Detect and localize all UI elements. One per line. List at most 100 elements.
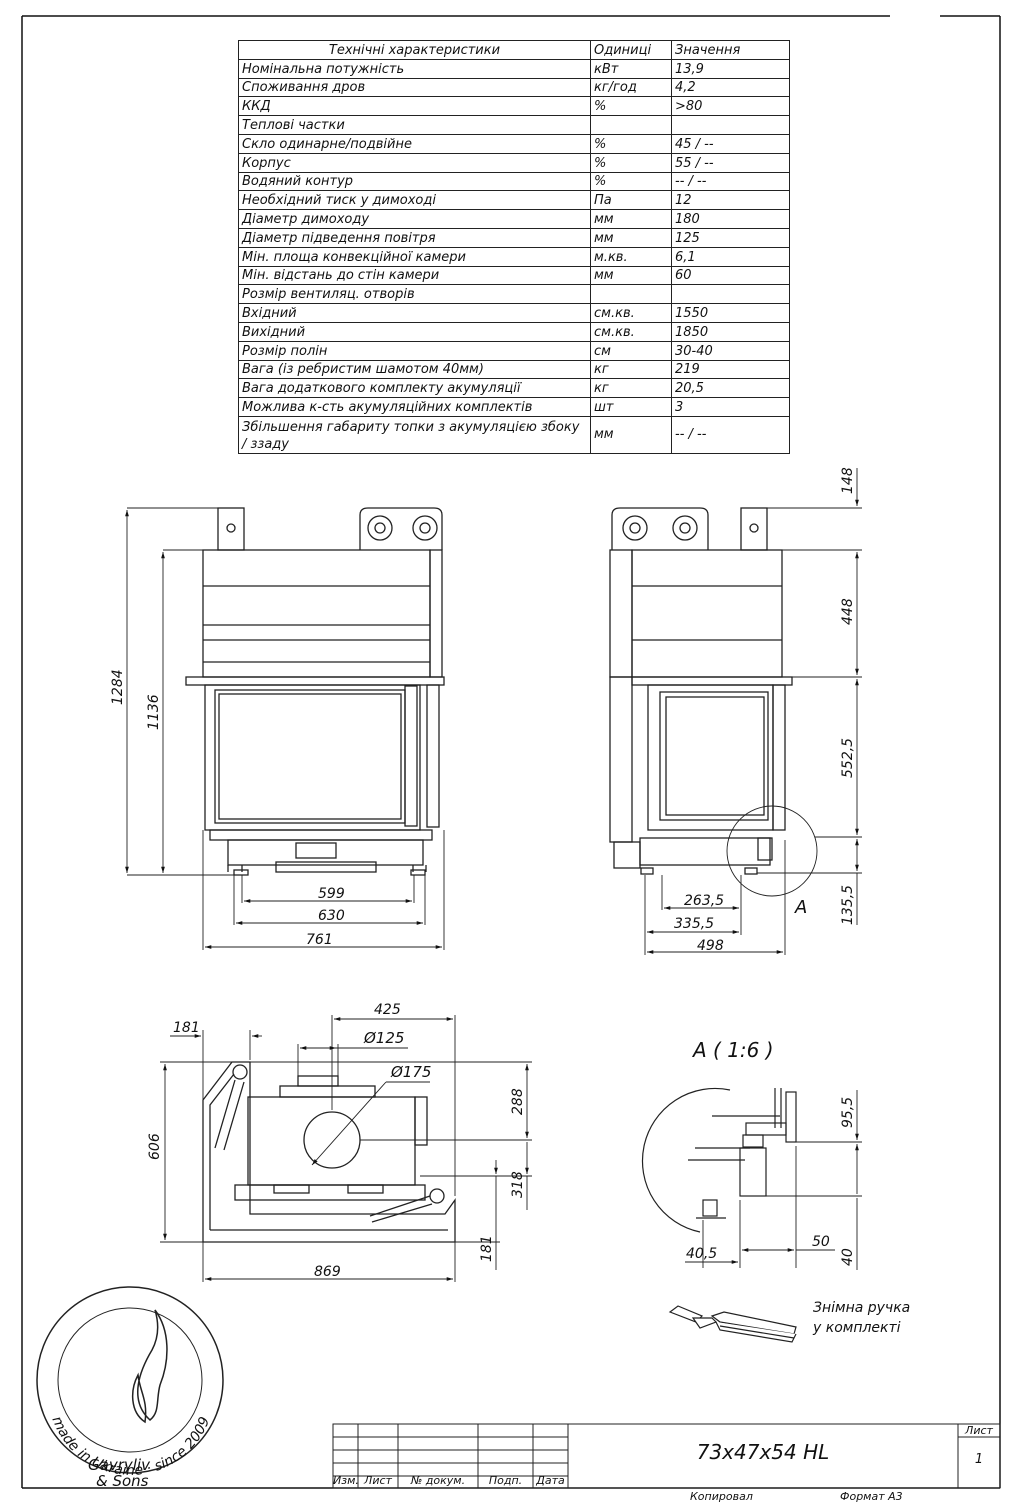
side-view	[609, 507, 818, 897]
spec-row: Водяний контур%-- / --	[238, 171, 790, 192]
spec-cell-name: Діаметр підведення повітря	[238, 227, 591, 248]
spec-cell-name: Вага (із ребристим шамотом 40мм)	[238, 359, 591, 380]
model-name: 73x47x54 HL	[696, 1440, 830, 1464]
tb-col-list: Лист	[364, 1474, 392, 1487]
spec-cell-value: 125	[671, 227, 790, 248]
handle-note-line2: у комплекті	[812, 1320, 901, 1336]
brand-line1: Gavryliv	[88, 1456, 151, 1474]
spec-cell-unit: мм	[590, 415, 672, 454]
spec-cell-unit: %	[590, 152, 672, 173]
spec-cell-value: 180	[671, 209, 790, 229]
dim-95-5: 95,5	[840, 1097, 856, 1128]
spec-cell-unit: Па	[590, 190, 672, 211]
dim-263-5: 263,5	[684, 893, 724, 909]
spec-cell-name: Споживання дров	[238, 77, 591, 98]
spec-cell-value: 55 / --	[671, 152, 790, 173]
header-name: Технічні характеристики	[238, 40, 591, 60]
handle-note: Знімна ручка у комплекті	[812, 1300, 910, 1336]
spec-cell-name: Діаметр димоходу	[238, 209, 591, 229]
spec-cell-value: 6,1	[671, 246, 790, 267]
dim-50: 50	[812, 1234, 830, 1250]
dim-448: 448	[840, 598, 856, 625]
tb-col-izm: Изм.	[333, 1474, 359, 1487]
dim-d175: Ø175	[390, 1063, 431, 1081]
spec-row: Теплові частки	[238, 115, 790, 135]
spec-row: Корпус%55 / --	[238, 152, 790, 173]
sheet-number: 1	[974, 1452, 984, 1467]
header-unit: Одиниці	[590, 40, 672, 60]
spec-cell-value: >80	[671, 96, 790, 117]
spec-cell-name: Скло одинарне/подвійне	[238, 133, 591, 154]
title-block	[332, 1423, 1001, 1489]
tb-col-sign: Подп.	[488, 1474, 523, 1487]
front-dimension-lines	[125, 507, 445, 950]
spec-cell-value: 45 / --	[671, 133, 790, 154]
sheet-label: Лист	[965, 1424, 993, 1437]
detail-a-view	[641, 1087, 797, 1233]
dim-40: 40	[840, 1248, 856, 1266]
front-view	[185, 507, 445, 876]
dim-335-5: 335,5	[674, 916, 714, 932]
spec-cell-name: Корпус	[238, 152, 591, 173]
dim-135-5: 135,5	[840, 885, 856, 925]
detail-dimension-lines	[685, 1090, 862, 1270]
spec-cell-name: Теплові частки	[238, 115, 591, 135]
dim-181-top: 181	[173, 1020, 200, 1036]
dim-148: 148	[840, 467, 856, 494]
removable-handle-image	[668, 1305, 797, 1343]
top-view	[202, 1061, 456, 1243]
detail-title: A ( 1:6 )	[691, 1038, 774, 1062]
side-dimension-texts: 148 448 552,5 135,5 263,5 335,5 498 A	[674, 467, 856, 954]
dim-630: 630	[318, 908, 345, 924]
spec-cell-value: 13,9	[671, 58, 790, 79]
dim-498: 498	[697, 938, 724, 954]
dim-425: 425	[374, 1002, 401, 1018]
dim-1284: 1284	[110, 669, 126, 705]
format-label: Формат А3	[840, 1490, 903, 1503]
spec-row: Розмір вентиляц. отворів	[238, 284, 790, 305]
spec-cell-value: -- / --	[671, 171, 790, 192]
copied-label: Копировал	[690, 1490, 753, 1503]
dim-869: 869	[314, 1264, 341, 1280]
spec-cell-name: Водяний контур	[238, 171, 591, 192]
top-dimension-texts: 181 425 Ø125 Ø175 288 318 606 181 869	[147, 1002, 526, 1280]
dim-599: 599	[318, 886, 345, 902]
brand-logo: Gavryliv & Sons made in Ukraine · since …	[36, 1286, 224, 1490]
spec-cell-unit: мм	[590, 227, 672, 248]
dim-181-side: 181	[479, 1235, 495, 1262]
spec-header-row: Технічні характеристики Одиниці Значення	[238, 40, 790, 60]
spec-cell-unit: кг/год	[590, 77, 672, 98]
spec-row: ККД%>80	[238, 96, 790, 117]
dim-552-5: 552,5	[840, 738, 856, 778]
dim-318: 318	[510, 1171, 526, 1198]
dim-761: 761	[306, 932, 333, 948]
tb-col-date: Дата	[536, 1474, 565, 1487]
spec-cell-value: 1850	[671, 321, 790, 342]
dim-1136: 1136	[146, 694, 162, 730]
side-dimension-lines	[644, 468, 862, 955]
front-dimension-texts: 1284 1136 599 630 761	[110, 669, 345, 948]
dim-606: 606	[147, 1133, 163, 1160]
tb-col-doc: № докум.	[410, 1474, 466, 1487]
dim-288: 288	[510, 1088, 526, 1115]
detail-mark-a: A	[794, 897, 807, 918]
spec-row: Збільшення габариту топки з акумуляцією …	[238, 415, 790, 454]
dim-40-5: 40,5	[686, 1246, 717, 1262]
dim-d125: Ø125	[363, 1029, 404, 1047]
detail-dimension-texts: A ( 1:6 ) 95,5 40,5 50 40	[686, 1038, 856, 1266]
spec-table: Технічні характеристики Одиниці Значення…	[238, 40, 790, 454]
spec-cell-unit: %	[590, 171, 672, 192]
spec-cell-value: -- / --	[671, 415, 790, 454]
spec-row: Скло одинарне/подвійне%45 / --	[238, 133, 790, 154]
brand-line2: & Sons	[96, 1472, 149, 1490]
flame-icon	[131, 1309, 168, 1424]
spec-cell-name: Необхідний тиск у димоході	[238, 190, 591, 211]
